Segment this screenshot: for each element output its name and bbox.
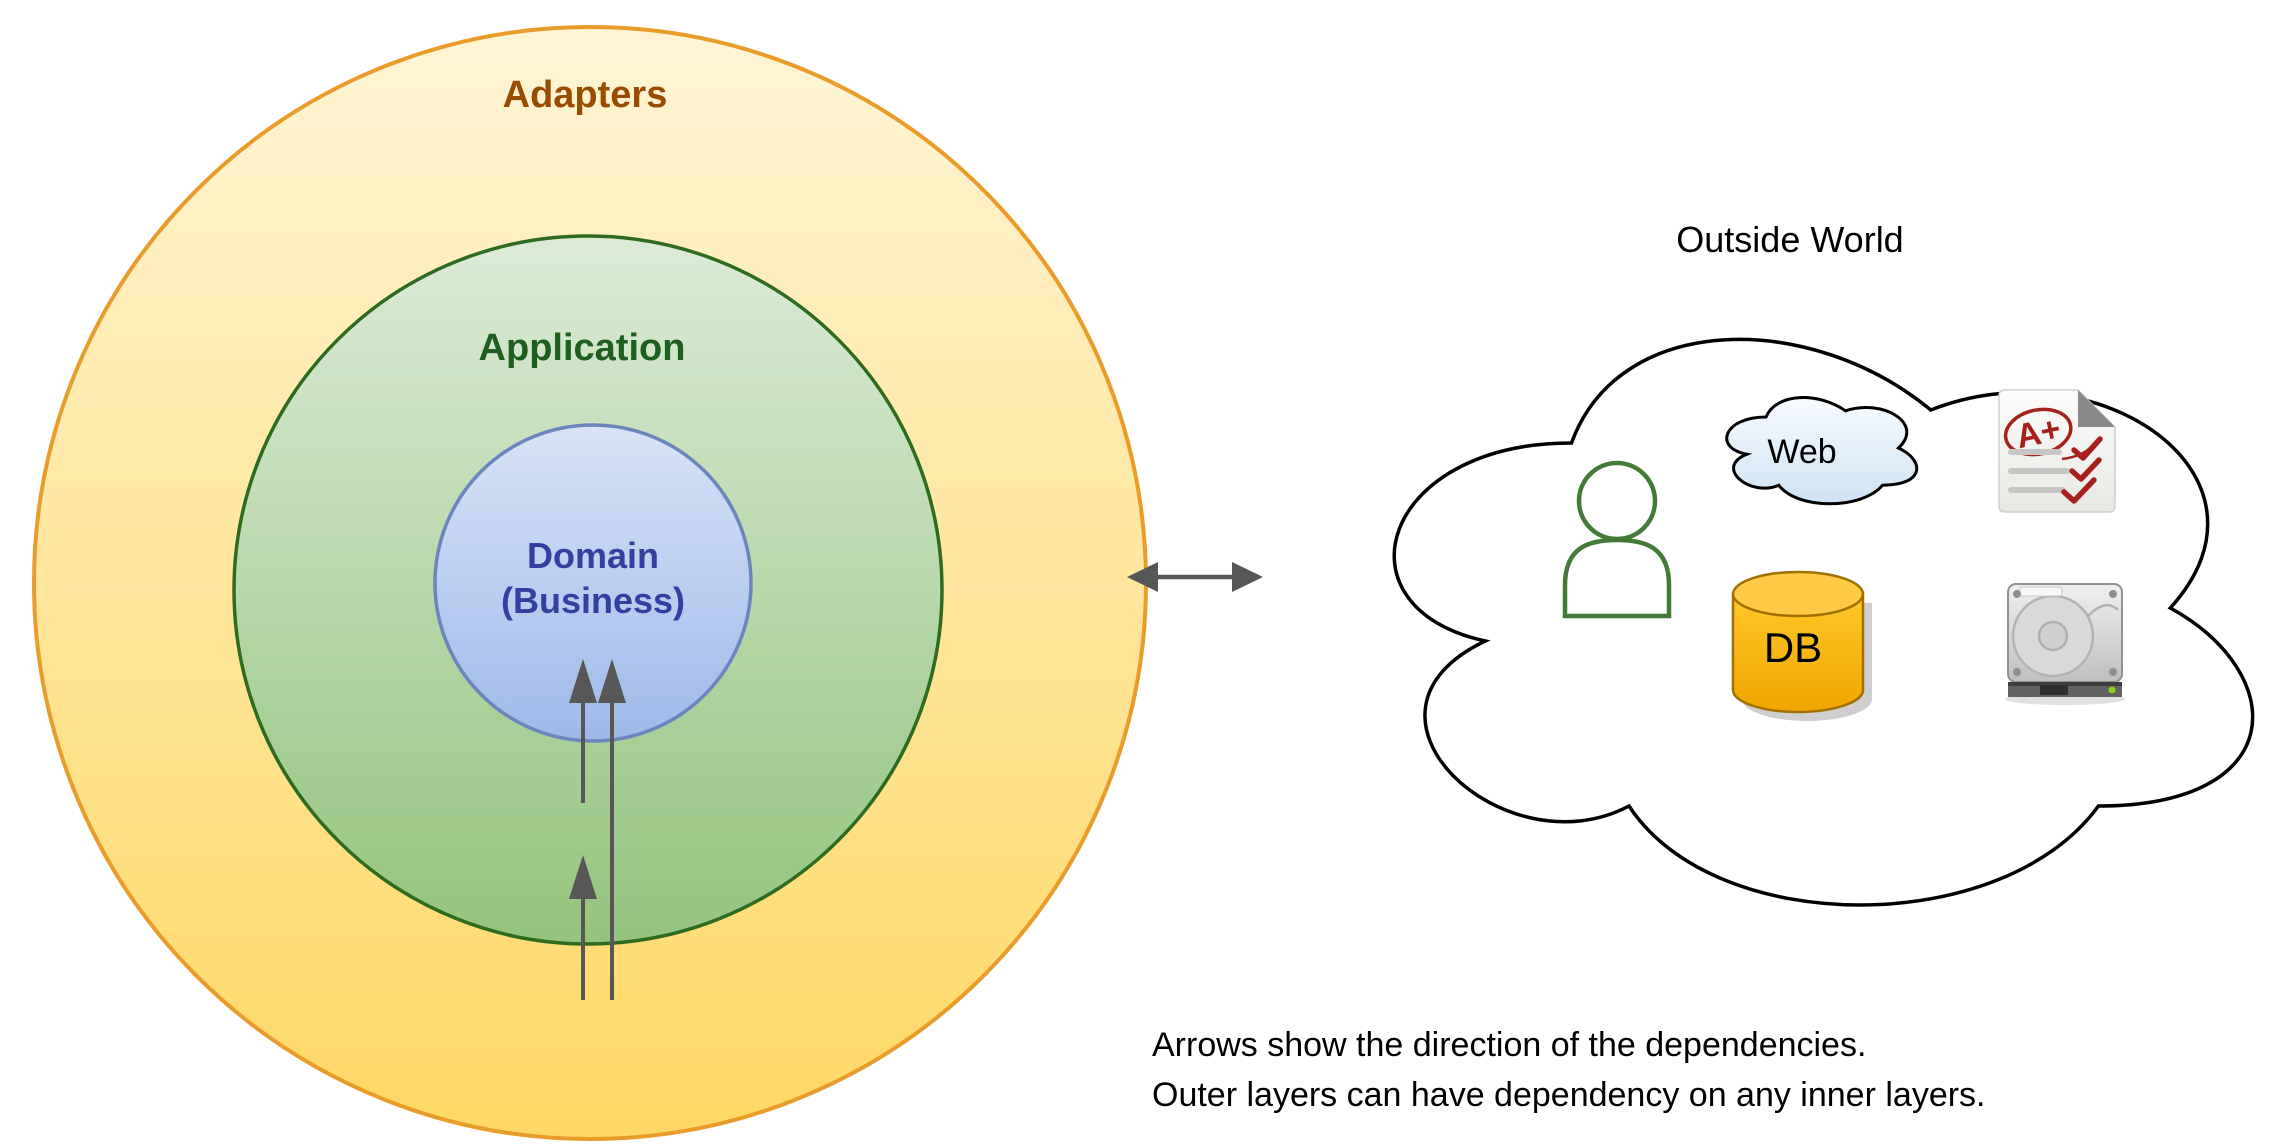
domain-label-line1: Domain [527, 535, 659, 576]
hard-disk-icon [2005, 583, 2125, 705]
caption-line1: Arrows show the direction of the depende… [1152, 1026, 1866, 1064]
database-body [1731, 592, 1865, 714]
check-mark [2061, 477, 2097, 504]
hdd-led [2108, 686, 2116, 694]
db-label: DB [1764, 624, 1822, 671]
paper-fold-corner [2078, 390, 2115, 427]
database-top [1731, 570, 1865, 618]
check-mark [2069, 457, 2102, 482]
arrow-adapters-to-application-head [569, 855, 597, 899]
hdd-spindle [2037, 620, 2069, 652]
dependency-arrows [569, 659, 626, 1000]
outside-world-link-arrow [1127, 562, 1263, 592]
domain-label-line2: (Business) [501, 580, 685, 621]
adapters-label: Adapters [503, 74, 668, 116]
user-icon [1562, 460, 1672, 619]
link-arrow-right-head [1232, 562, 1263, 592]
link-arrow-left-head [1127, 562, 1158, 592]
caption-line2: Outer layers can have dependency on any … [1152, 1076, 1986, 1114]
paper-text-line [2008, 449, 2062, 455]
paper-text-line [2008, 468, 2070, 474]
caption: Arrows show the direction of the depende… [1152, 1026, 1986, 1114]
paper-text-line [2008, 487, 2066, 493]
database-icon: DB [1731, 570, 1872, 721]
hdd-screw [2013, 590, 2021, 598]
arrow-application-to-domain-head [569, 659, 597, 703]
check-mark [2071, 436, 2103, 461]
hdd-screw [2109, 668, 2117, 676]
hdd-bottom-seam [2008, 682, 2122, 686]
user-icon-body [1562, 537, 1672, 619]
hdd-screw [2109, 590, 2117, 598]
web-cloud-shape [1725, 396, 1919, 506]
grade-mark: A+ [2003, 407, 2073, 457]
hdd-label-sticker [2019, 586, 2063, 597]
hdd-actuator-arm [2087, 603, 2119, 617]
user-icon-head [1576, 460, 1658, 542]
outside-world-title: Outside World [1676, 219, 1903, 260]
domain-layer-circle [433, 423, 753, 743]
web-cloud-icon: Web [1725, 396, 1919, 506]
web-label: Web [1767, 433, 1836, 471]
hdd-screw [2013, 668, 2021, 676]
graded-paper-icon: A+ [1998, 389, 2116, 513]
arrow-adapters-to-domain-head [598, 659, 626, 703]
application-label: Application [479, 327, 686, 369]
hdd-connector-block [2040, 685, 2068, 695]
